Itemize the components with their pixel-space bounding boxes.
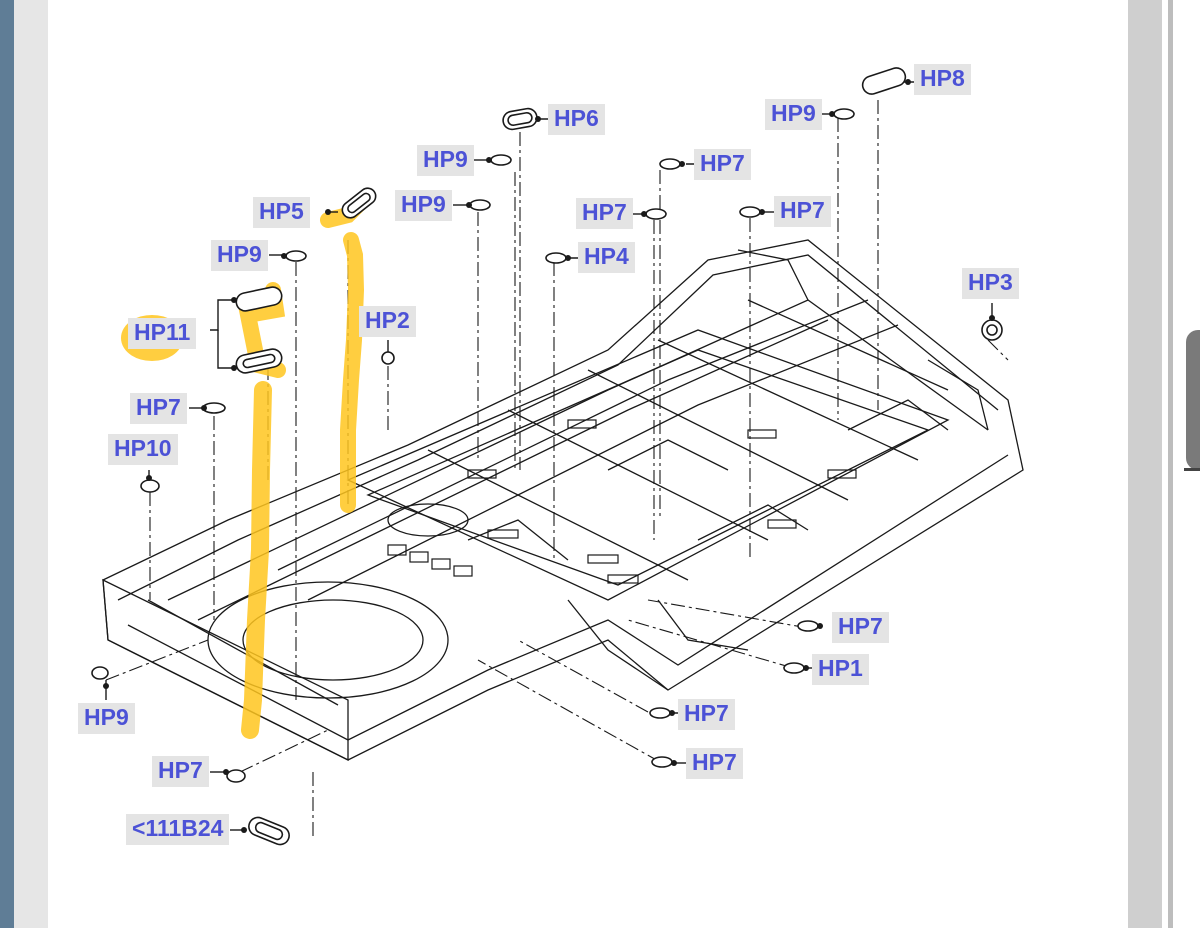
plugs [91, 67, 1003, 846]
callout-hp9-bottom-left: HP9 [78, 703, 135, 735]
right-divider [1168, 0, 1173, 928]
callout-hp7-bottom-mid-a: HP7 [678, 699, 735, 731]
plug-hp11-upper [235, 286, 283, 312]
connector-lines [105, 81, 993, 831]
diagram-page: HP8 HP6 HP9 HP9 HP7 HP9 HP5 HP7 HP7 HP4 … [48, 0, 1128, 928]
scroll-rule [1184, 468, 1200, 471]
callout-hp9-left-b: HP9 [211, 240, 268, 272]
callout-hp4: HP4 [578, 242, 635, 274]
callout-hp3: HP3 [962, 268, 1019, 300]
plug-hp9-top-right [833, 108, 855, 120]
callout-hp7-center: HP7 [576, 198, 633, 230]
callout-111b24: <111B24 [126, 814, 230, 846]
scroll-handle[interactable] [1186, 330, 1200, 470]
right-gutter [1128, 0, 1162, 928]
callout-hp7-lower-right: HP7 [832, 612, 889, 644]
plug-hp7-bottom-mid-b [651, 756, 673, 768]
plug-hp7-top-mid [659, 158, 681, 170]
plug-hp9-top-mid [490, 154, 512, 166]
left-edge-bar [0, 0, 14, 928]
callout-hp7-top-mid: HP7 [694, 149, 751, 181]
callout-hp7-bottom-mid-b: HP7 [686, 748, 743, 780]
plug-hp2 [381, 351, 395, 365]
callout-hp10: HP10 [108, 434, 178, 466]
plug-hp7-bottom-mid-a [649, 707, 671, 719]
left-gutter [14, 0, 48, 928]
plug-hp7-right [739, 206, 761, 218]
floor-slots [387, 419, 857, 584]
callout-hp7-left: HP7 [130, 393, 187, 425]
plug-hp10 [140, 479, 160, 493]
callout-hp9-top-mid: HP9 [417, 145, 474, 177]
callout-hp7-right: HP7 [774, 196, 831, 228]
plug-hp7-lower-right [797, 620, 819, 632]
connector-dots [103, 79, 995, 833]
callout-hp6: HP6 [548, 104, 605, 136]
plug-hp9-bottom-left [91, 666, 109, 680]
callout-hp9-top-right: HP9 [765, 99, 822, 131]
callout-hp11: HP11 [128, 318, 197, 350]
callout-hp9-left-a: HP9 [395, 190, 452, 222]
plug-hp7-bottom-left [226, 769, 246, 783]
callout-hp5: HP5 [253, 197, 310, 229]
leader-lines [105, 100, 1009, 836]
plug-hp9-left-b [285, 250, 307, 262]
callout-hp2: HP2 [359, 306, 416, 338]
underbody-diagram [91, 67, 1024, 846]
plug-hp1 [783, 662, 805, 674]
plug-hp7-center [645, 208, 667, 220]
plug-hp4 [545, 252, 567, 264]
plug-hp9-left-a [469, 199, 491, 211]
callout-hp8: HP8 [914, 64, 971, 96]
vehicle-underbody [102, 239, 1024, 762]
callout-hp1: HP1 [812, 654, 869, 686]
plug-hp8 [861, 67, 907, 95]
callout-hp7-bottom-left: HP7 [152, 756, 209, 788]
